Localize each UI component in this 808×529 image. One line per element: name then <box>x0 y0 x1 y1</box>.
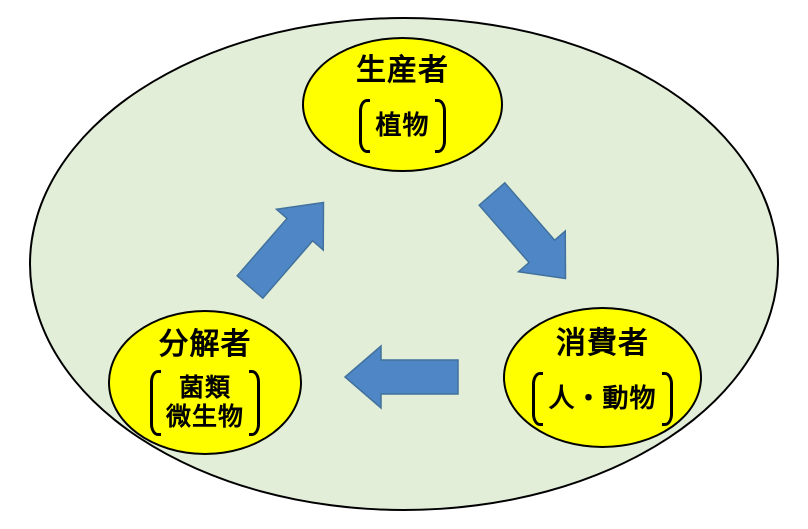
arrow-consumer-to-decomposer <box>343 344 459 410</box>
consumer-title: 消費者 <box>556 327 649 360</box>
producer-sub-group: 植物 <box>359 99 446 153</box>
decomposer-sub-line1: 菌類 <box>178 373 231 402</box>
right-bracket-icon <box>249 369 260 436</box>
node-consumer: 消費者 人・動物 <box>503 307 702 448</box>
arrow-producer-to-consumer <box>478 181 567 280</box>
left-bracket-icon <box>149 369 161 436</box>
left-bracket-icon <box>532 372 544 426</box>
consumer-sub-label: 人・動物 <box>548 383 657 414</box>
consumer-sub-group: 人・動物 <box>532 372 673 426</box>
decomposer-sub-group: 菌類 微生物 <box>149 369 260 436</box>
decomposer-sub-label: 菌類 微生物 <box>161 370 249 436</box>
right-bracket-icon <box>434 99 446 153</box>
node-producer: 生産者 植物 <box>302 37 503 172</box>
right-bracket-icon <box>661 372 673 426</box>
producer-sub-label: 植物 <box>375 110 430 141</box>
decomposer-title: 分解者 <box>158 327 252 361</box>
decomposer-sub-line2: 微生物 <box>165 402 244 431</box>
left-bracket-icon <box>359 99 371 153</box>
node-decomposer: 分解者 菌類 微生物 <box>108 310 302 455</box>
arrow-decomposer-to-producer <box>236 201 325 300</box>
producer-title: 生産者 <box>356 54 449 87</box>
